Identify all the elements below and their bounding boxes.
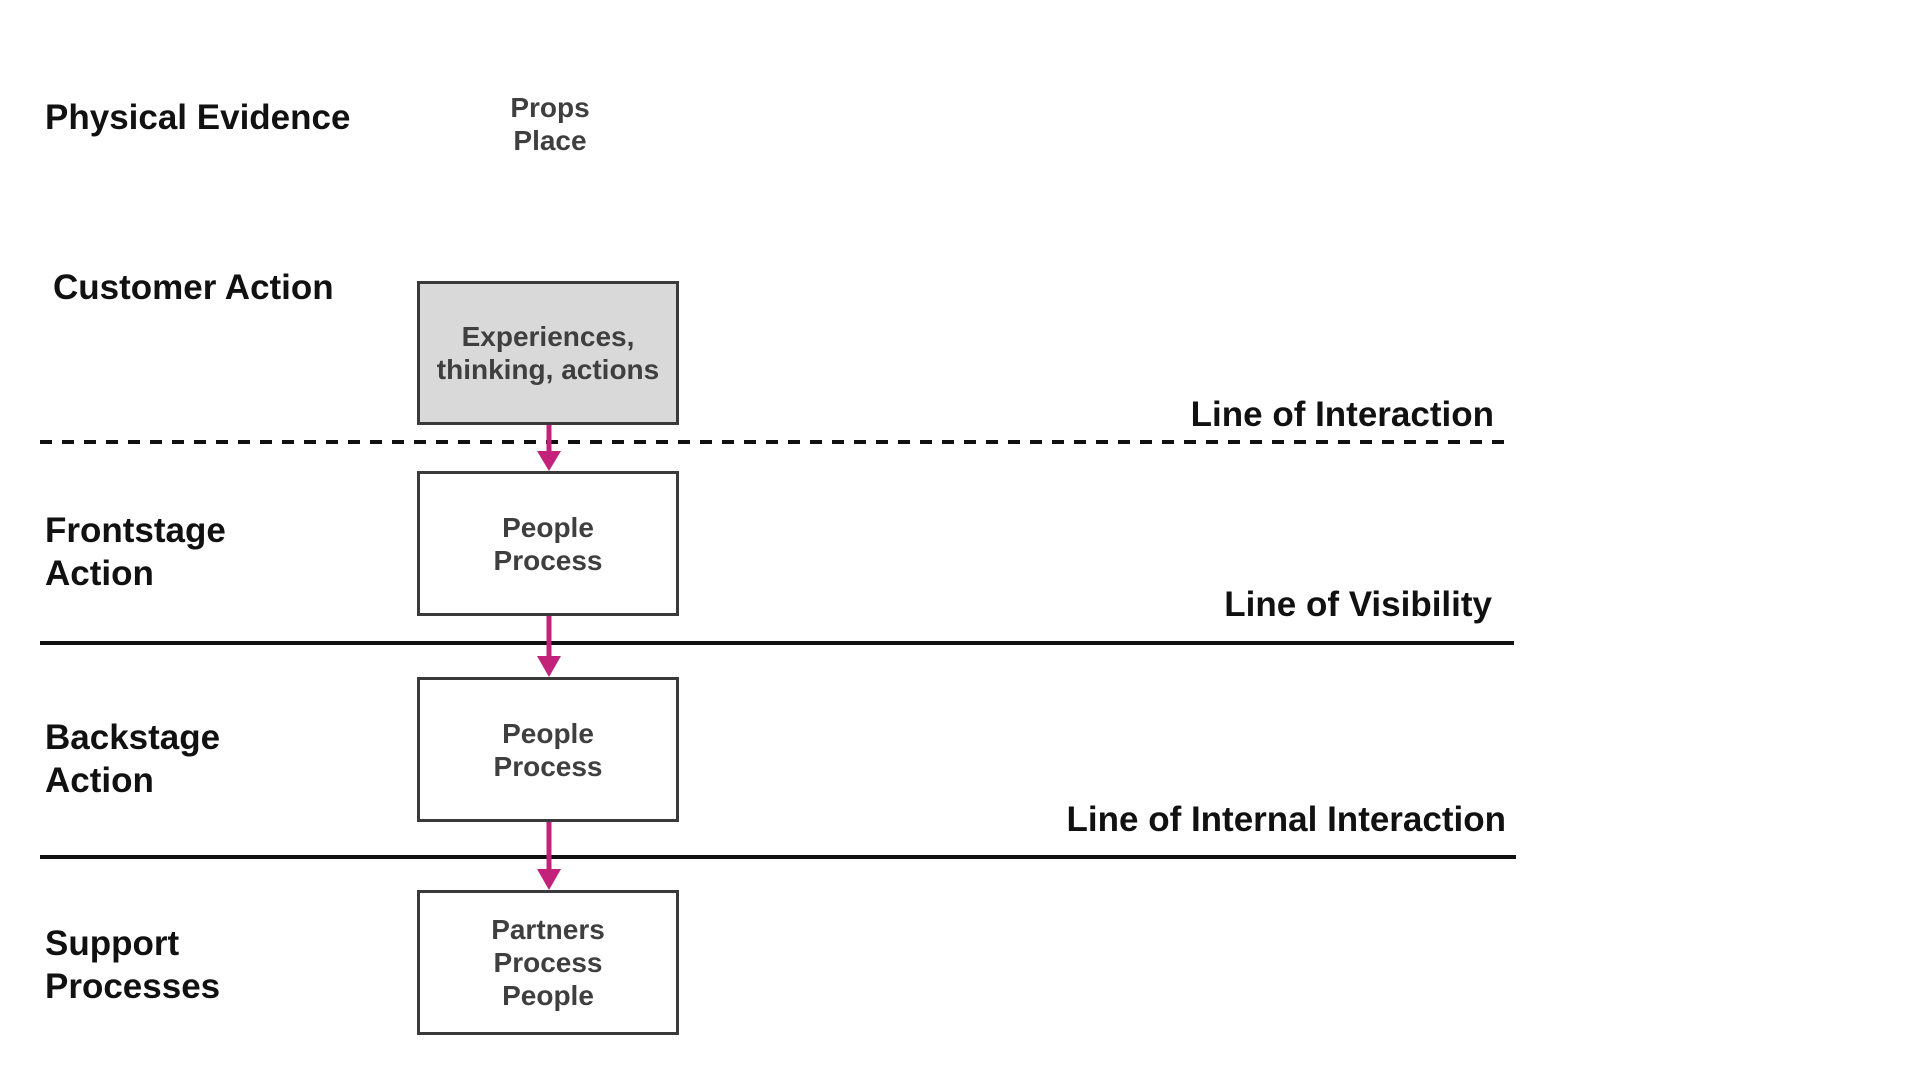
arrow-backstage-to-support bbox=[537, 822, 561, 890]
lane-label-line: Processes bbox=[45, 967, 221, 1006]
lane-label-line: Frontstage bbox=[45, 511, 226, 550]
lane-label-line: Action bbox=[45, 761, 154, 800]
arrow-customer-to-frontstage bbox=[537, 425, 561, 471]
lane-label-line: Support bbox=[45, 924, 180, 963]
physical-evidence-items: Props Place bbox=[430, 91, 670, 157]
arrow-frontstage-to-backstage bbox=[537, 616, 561, 677]
line-of-internal-interaction-label: Line of Internal Interaction bbox=[1066, 800, 1506, 839]
box-line: People bbox=[502, 980, 594, 1011]
box-line: Process bbox=[493, 750, 603, 782]
box-line: Process bbox=[493, 947, 603, 978]
frontstage-action-box: People Process bbox=[417, 471, 679, 616]
lane-label-support-processes: Support Processes bbox=[45, 922, 220, 1008]
lane-label-customer-action: Customer Action bbox=[53, 268, 334, 307]
box-line: Experiences, bbox=[461, 321, 635, 352]
box-line: People bbox=[502, 717, 594, 749]
lane-label-frontstage-action: Frontstage Action bbox=[45, 509, 226, 595]
box-line: Process bbox=[493, 544, 603, 576]
customer-action-box: Experiences, thinking, actions bbox=[417, 281, 679, 425]
lane-label-line: Backstage bbox=[45, 718, 221, 757]
backstage-action-box: People Process bbox=[417, 677, 679, 822]
line-of-interaction-label: Line of Interaction bbox=[1190, 395, 1494, 434]
lane-label-physical-evidence: Physical Evidence bbox=[45, 98, 351, 137]
box-line: thinking, actions bbox=[436, 354, 660, 385]
box-line: People bbox=[502, 511, 594, 543]
evidence-item-props: Props bbox=[510, 92, 590, 123]
line-of-visibility-label: Line of Visibility bbox=[1224, 585, 1492, 624]
evidence-item-place: Place bbox=[513, 125, 587, 156]
lane-label-backstage-action: Backstage Action bbox=[45, 716, 220, 802]
lane-label-line: Action bbox=[45, 554, 154, 593]
box-line: Partners bbox=[491, 914, 605, 945]
support-processes-box: Partners Process People bbox=[417, 890, 679, 1035]
